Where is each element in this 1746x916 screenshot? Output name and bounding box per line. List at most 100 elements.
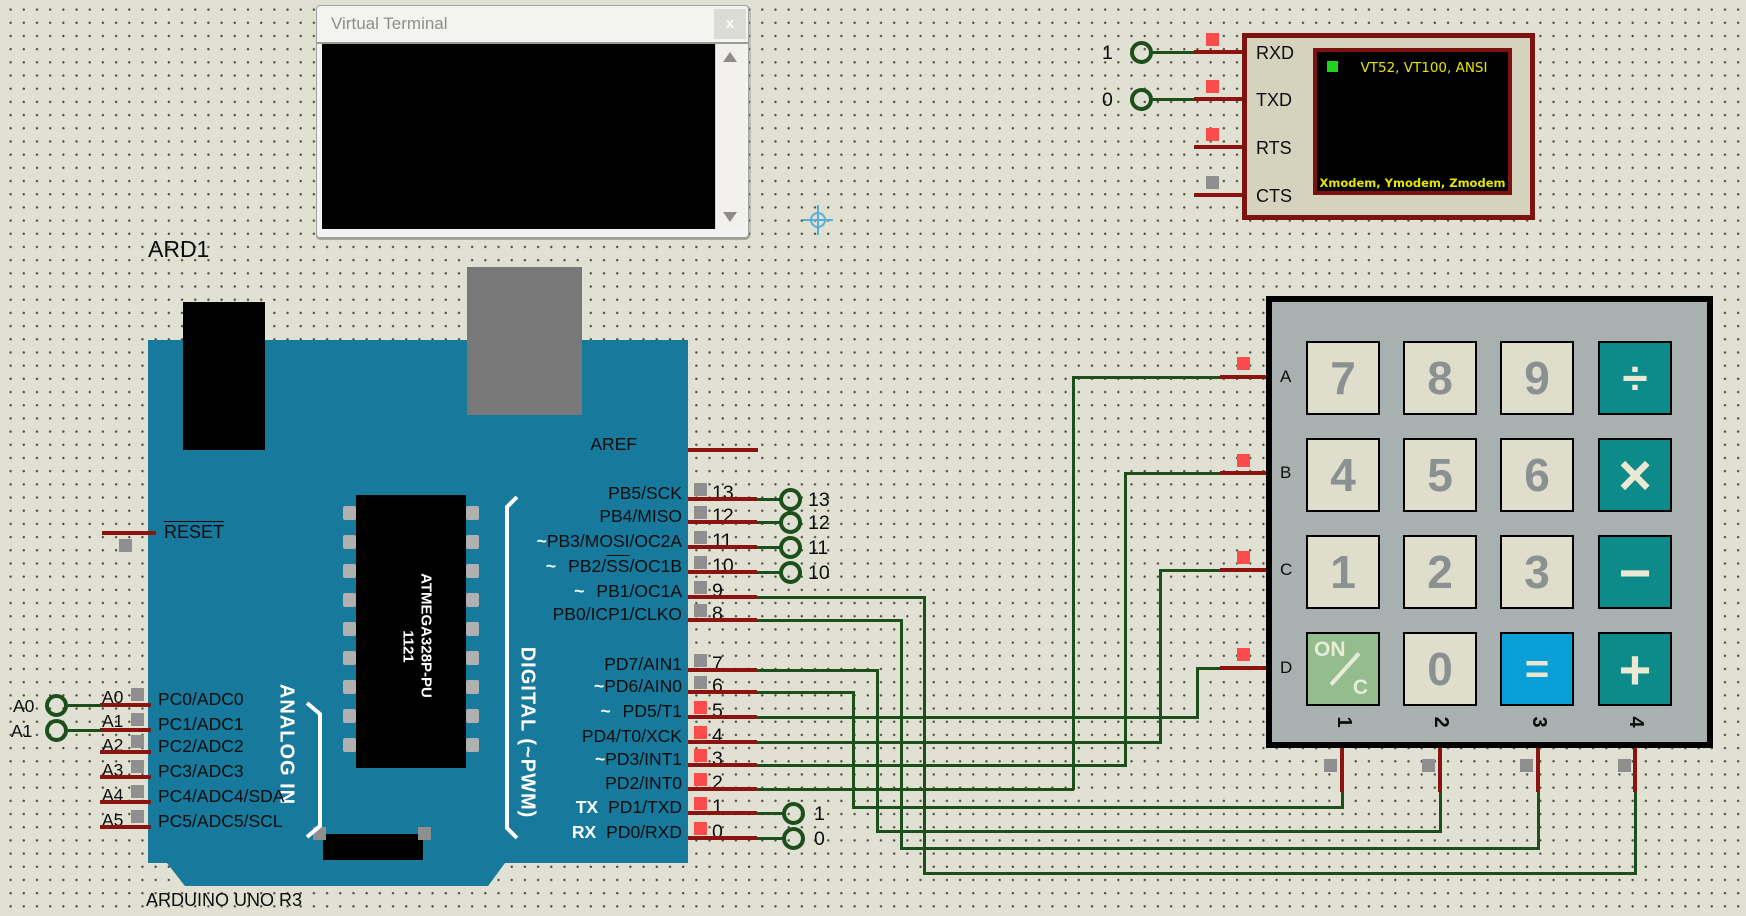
wire-stub[interactable] xyxy=(1220,666,1272,670)
net-terminal[interactable] xyxy=(779,511,802,534)
wire-row-c[interactable] xyxy=(757,741,1162,744)
wire-col-2[interactable] xyxy=(876,669,879,833)
net-terminal[interactable] xyxy=(779,561,802,584)
scroll-down-icon[interactable] xyxy=(723,212,737,222)
wire-stub[interactable] xyxy=(100,703,151,707)
wire-stub[interactable] xyxy=(688,595,757,599)
wire[interactable] xyxy=(68,729,102,732)
wire-row-a[interactable] xyxy=(757,788,1074,791)
key-minus[interactable]: − xyxy=(1598,535,1672,609)
key-7[interactable]: 7 xyxy=(1306,341,1380,415)
net-terminal[interactable] xyxy=(45,694,68,717)
wire-col-1[interactable] xyxy=(757,691,855,694)
key-8[interactable]: 8 xyxy=(1403,341,1477,415)
key-5[interactable]: 5 xyxy=(1403,438,1477,512)
scroll-up-icon[interactable] xyxy=(723,52,737,62)
wire-col-3[interactable] xyxy=(900,847,1540,850)
key-plus[interactable]: + xyxy=(1598,632,1672,706)
wire-stub[interactable] xyxy=(688,715,757,719)
key-4[interactable]: 4 xyxy=(1306,438,1380,512)
wire-row-d[interactable] xyxy=(1196,668,1199,718)
key-1[interactable]: 1 xyxy=(1306,535,1380,609)
wire[interactable] xyxy=(757,571,781,574)
wire-col-3[interactable] xyxy=(1537,791,1540,849)
net-terminal[interactable] xyxy=(782,802,805,825)
wire-stub[interactable] xyxy=(688,497,757,501)
virtual-terminal-screen[interactable] xyxy=(322,44,715,229)
wire-row-b[interactable] xyxy=(1124,472,1222,475)
wire-stub[interactable] xyxy=(100,775,151,779)
wire-stub[interactable] xyxy=(688,668,757,672)
wire-stub[interactable] xyxy=(688,520,757,524)
wire[interactable] xyxy=(757,546,781,549)
wire-stub[interactable] xyxy=(688,836,757,840)
wire-col-1[interactable] xyxy=(852,806,1344,809)
wire-col-4[interactable] xyxy=(923,872,1637,875)
wire-row-d[interactable] xyxy=(1196,667,1222,670)
wire-col-3[interactable] xyxy=(757,619,903,622)
wire-stub[interactable] xyxy=(1633,742,1637,792)
net-terminal[interactable] xyxy=(779,536,802,559)
wire[interactable] xyxy=(757,521,781,524)
arduino-board[interactable] xyxy=(167,863,505,886)
wire-stub[interactable] xyxy=(1220,568,1272,572)
wire-stub[interactable] xyxy=(688,618,757,622)
net-terminal[interactable] xyxy=(45,719,68,742)
wire-row-b[interactable] xyxy=(1124,473,1127,766)
wire-stub[interactable] xyxy=(1438,742,1442,792)
wire-stub[interactable] xyxy=(688,448,758,452)
wire-col-4[interactable] xyxy=(757,596,926,599)
wire-stub[interactable] xyxy=(1194,145,1242,149)
wire-stub[interactable] xyxy=(688,690,757,694)
wire-col-2[interactable] xyxy=(1439,791,1442,832)
key-divide[interactable]: ÷ xyxy=(1598,341,1672,415)
wire-col-1[interactable] xyxy=(852,691,855,809)
key-9[interactable]: 9 xyxy=(1500,341,1574,415)
wire-stub[interactable] xyxy=(100,825,151,829)
key-on-c[interactable]: ON C xyxy=(1306,632,1380,706)
wire-row-c[interactable] xyxy=(1159,570,1162,743)
wire-stub[interactable] xyxy=(688,545,757,549)
wire-col-2[interactable] xyxy=(876,830,1442,833)
net-terminal[interactable] xyxy=(1130,88,1153,111)
wire-stub[interactable] xyxy=(688,740,757,744)
wire-col-1[interactable] xyxy=(1341,791,1344,808)
wire-stub[interactable] xyxy=(102,531,156,535)
wire-stub[interactable] xyxy=(100,728,151,732)
wire[interactable] xyxy=(1152,51,1194,54)
wire-col-4[interactable] xyxy=(1634,791,1637,874)
wire-col-4[interactable] xyxy=(923,596,926,875)
wire-stub[interactable] xyxy=(688,763,757,767)
net-terminal[interactable] xyxy=(1130,41,1153,64)
wire-stub[interactable] xyxy=(1536,742,1540,792)
wire-stub[interactable] xyxy=(100,800,151,804)
wire-stub[interactable] xyxy=(688,570,757,574)
wire-stub[interactable] xyxy=(1194,97,1242,101)
scrollbar[interactable] xyxy=(715,44,745,229)
wire-stub[interactable] xyxy=(1194,193,1242,197)
wire[interactable] xyxy=(757,837,784,840)
key-3[interactable]: 3 xyxy=(1500,535,1574,609)
wire-stub[interactable] xyxy=(1194,50,1242,54)
key-6[interactable]: 6 xyxy=(1500,438,1574,512)
wire-row-b[interactable] xyxy=(757,764,1127,767)
wire-row-c[interactable] xyxy=(1159,569,1222,572)
wire-stub[interactable] xyxy=(688,787,757,791)
key-2[interactable]: 2 xyxy=(1403,535,1477,609)
wire-row-d[interactable] xyxy=(757,716,1199,719)
wire-col-2[interactable] xyxy=(757,669,879,672)
wire-col-3[interactable] xyxy=(900,619,903,850)
wire-stub[interactable] xyxy=(688,811,757,815)
key-equals[interactable]: = xyxy=(1500,632,1574,706)
close-icon[interactable]: x xyxy=(714,9,746,39)
wire-stub[interactable] xyxy=(1220,471,1272,475)
key-multiply[interactable]: × xyxy=(1598,438,1672,512)
wire-stub[interactable] xyxy=(1220,375,1272,379)
key-0[interactable]: 0 xyxy=(1403,632,1477,706)
wire[interactable] xyxy=(757,498,781,501)
wire[interactable] xyxy=(1152,98,1194,101)
wire-row-a[interactable] xyxy=(1072,376,1222,379)
wire-stub[interactable] xyxy=(1340,742,1344,792)
net-terminal[interactable] xyxy=(779,488,802,511)
